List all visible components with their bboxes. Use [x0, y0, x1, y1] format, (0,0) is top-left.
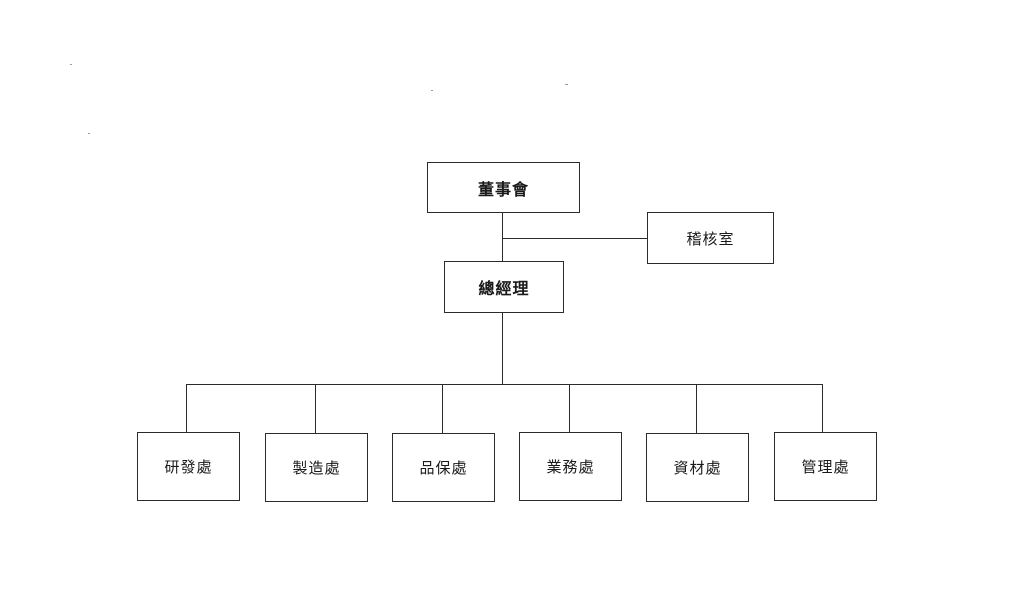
department-label: 研發處 [164, 458, 213, 476]
node-department: 製造處 [265, 433, 368, 502]
node-department: 研發處 [137, 432, 240, 501]
connector-drop [315, 384, 316, 434]
node-board-label: 董事會 [477, 179, 529, 199]
node-general-manager-label: 總經理 [478, 279, 530, 298]
department-label: 資材處 [673, 459, 722, 477]
connector-drop [822, 384, 823, 433]
department-label: 業務處 [546, 458, 595, 476]
department-label: 製造處 [292, 459, 341, 477]
connector-audit [502, 238, 648, 239]
department-label: 管理處 [801, 458, 850, 476]
node-general-manager: 總經理 [444, 261, 564, 313]
node-department: 業務處 [519, 432, 622, 501]
node-audit: 稽核室 [647, 212, 774, 264]
node-department: 品保處 [392, 433, 495, 502]
connector-board-gm [502, 212, 503, 262]
connector-gm-bus [502, 312, 503, 384]
connector-drop [569, 384, 570, 433]
connector-department-bus [186, 384, 822, 385]
node-audit-label: 稽核室 [686, 229, 735, 248]
connector-drop [696, 384, 697, 434]
department-label: 品保處 [419, 459, 468, 477]
node-department: 管理處 [774, 432, 877, 501]
connector-drop [186, 384, 187, 433]
scan-speck [565, 84, 568, 85]
connector-drop [442, 384, 443, 434]
node-department: 資材處 [646, 433, 749, 502]
scan-speck [88, 133, 90, 134]
node-board: 董事會 [427, 162, 580, 213]
scan-speck [431, 90, 433, 91]
scan-speck [70, 64, 72, 65]
